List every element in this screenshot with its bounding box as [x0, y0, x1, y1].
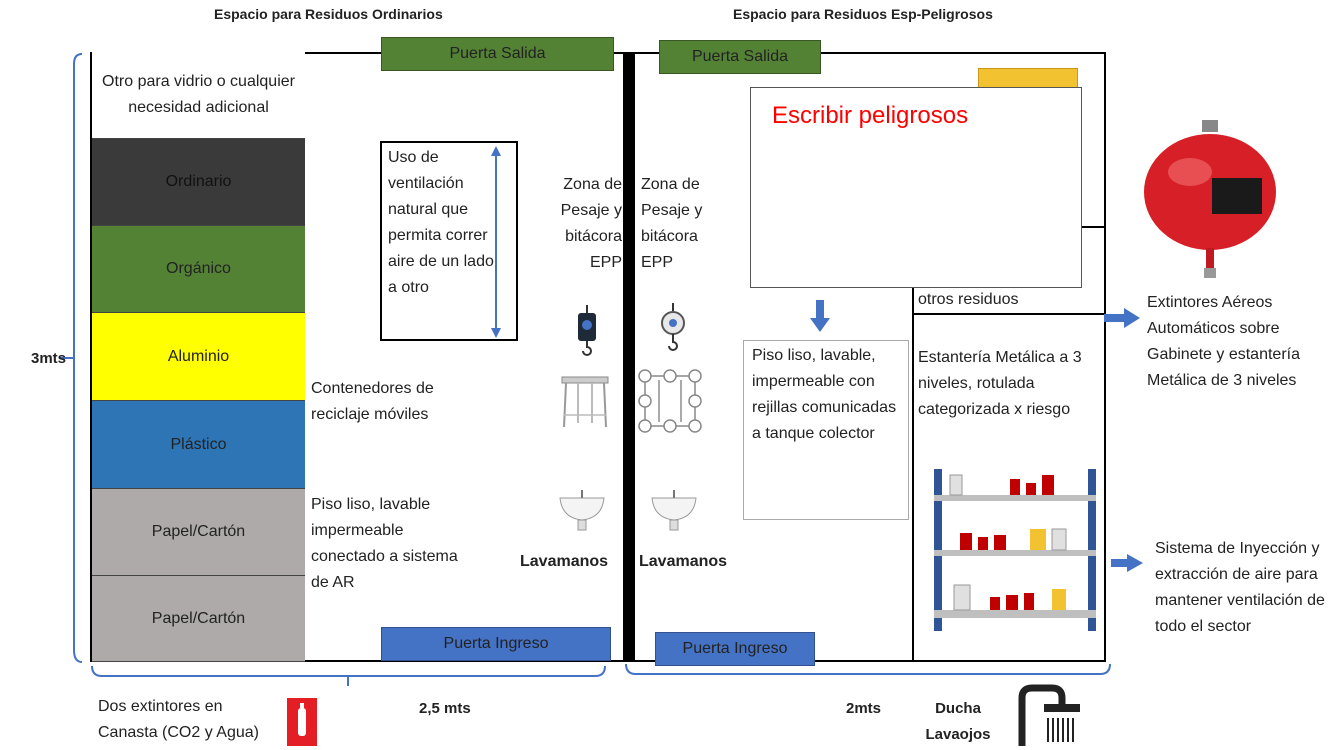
right-width-bracket [625, 663, 1111, 675]
bin-label: Ordinario [165, 173, 232, 190]
table-icon [561, 376, 609, 428]
left-width-dimension: 2,5 mts [419, 700, 471, 717]
shelf-divider-mid [912, 313, 1106, 315]
title-hazardous-space: Espacio para Residuos Esp-Peligrosos [733, 6, 993, 22]
sink-icon [559, 490, 605, 531]
hazard-note: Escribir peligrosos [772, 102, 969, 129]
left-width-bracket [91, 665, 606, 686]
sink-icon [651, 490, 697, 531]
height-dimension: 3mts [31, 350, 67, 367]
left-floor-note: Piso liso, lavable impermeable conectado… [311, 496, 458, 591]
dividing-wall [623, 52, 635, 662]
bin-label: Papel/Cartón [151, 609, 246, 627]
hazard-note-box: Escribir peligrosos [750, 87, 1082, 288]
ventilation-note: Uso de ventilación natural que permita c… [388, 149, 494, 296]
left-sink-label: Lavamanos [520, 553, 609, 570]
right-arrow-icon [1104, 308, 1140, 328]
right-sink-label: Lavamanos [639, 553, 728, 570]
shower-eyewash-icon [1018, 684, 1080, 746]
table-icon [638, 369, 702, 433]
metal-shelf-image [934, 469, 1096, 631]
entry-door-left: Puerta Ingreso [381, 627, 611, 661]
eyewash-label: Ducha Lavaojos [925, 700, 991, 743]
ventilation-arrow-icon [491, 146, 501, 338]
left-weigh-zone: Zona de Pesaje y bitácora EPP [560, 176, 622, 271]
bin-label: Otro para vidrio o cualquier necesidad a… [102, 73, 295, 116]
bin-1: Ordinario [92, 139, 305, 226]
bin-label: Aluminio [167, 347, 230, 365]
ventilation-box: Uso de ventilación natural que permita c… [380, 141, 518, 341]
bin-label: Papel/Cartón [151, 523, 246, 540]
height-bracket [60, 53, 83, 663]
scale-icon [578, 305, 596, 356]
right-arrow-icon [1111, 554, 1143, 572]
right-floor-box: Piso liso, lavable, impermeable con reji… [743, 340, 909, 520]
exit-door-left: Puerta Salida [381, 37, 614, 71]
fire-extinguisher-sign-icon [287, 698, 317, 746]
right-floor-note: Piso liso, lavable, impermeable con reji… [752, 347, 897, 442]
exit-door-right: Puerta Salida [659, 40, 821, 74]
other-waste-label: otros residuos [918, 291, 1019, 308]
shelf-note: Estantería Metálica a 3 niveles, rotulad… [918, 349, 1082, 418]
extinguishers-note: Extintores Aéreos Automáticos sobre Gabi… [1147, 294, 1300, 389]
air-system-note: Sistema de Inyección y extracción de air… [1155, 540, 1325, 635]
title-ordinary-space: Espacio para Residuos Ordinarios [214, 6, 443, 22]
bin-3: Aluminio [92, 313, 305, 401]
bin-0: Otro para vidrio o cualquier necesidad a… [92, 52, 305, 139]
automatic-extinguisher-image [1144, 120, 1276, 278]
bin-label: Plástico [170, 435, 227, 453]
containers-note: Contenedores de reciclaje móviles [311, 380, 434, 423]
scale-icon [661, 303, 685, 351]
right-weigh-zone: Zona de Pesaje y bitácora EPP [641, 176, 703, 271]
right-width-dimension: 2mts [846, 700, 882, 717]
shelf-divider-left [912, 226, 914, 662]
bin-label: Orgánico [166, 260, 231, 277]
down-arrow-icon [810, 300, 830, 332]
extinguisher-basket-note: Dos extintores en Canasta (CO2 y Agua) [98, 698, 259, 741]
bin-5: Papel/Cartón [92, 489, 305, 576]
bin-6: Papel/Cartón [92, 576, 305, 662]
bin-2: Orgánico [92, 226, 305, 313]
bin-4: Plástico [92, 401, 305, 489]
entry-door-right: Puerta Ingreso [655, 632, 815, 666]
